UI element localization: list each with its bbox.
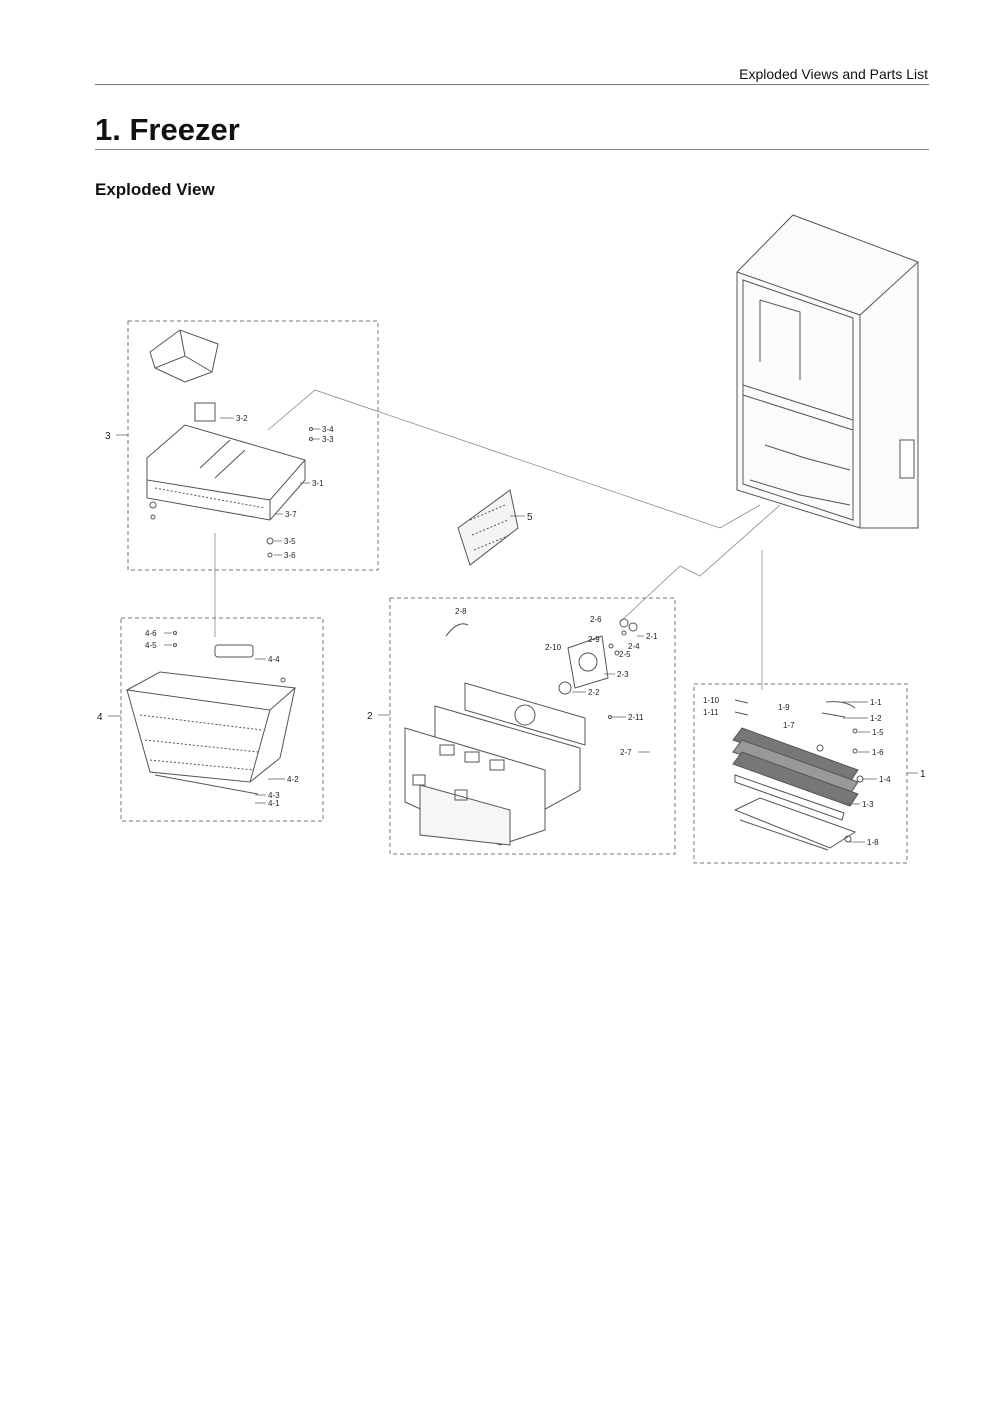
part-label-2-1: 2-1 <box>646 632 658 641</box>
part-label-4-5: 4-5 <box>145 641 157 650</box>
header-section-title: Exploded Views and Parts List <box>739 66 928 82</box>
evaporator-cover-assembly-2 <box>404 618 638 846</box>
part-label-2-5: 2-5 <box>619 650 631 659</box>
part-label-4-6: 4-6 <box>145 629 157 638</box>
part-label-3-4: 3-4 <box>322 425 334 434</box>
part-label-4-2: 4-2 <box>287 775 299 784</box>
part-label-3-6: 3-6 <box>284 551 296 560</box>
part-label-1-10: 1-10 <box>703 696 720 705</box>
part-label-1-1: 1-1 <box>870 698 882 707</box>
part-label-2-11: 2-11 <box>628 713 644 722</box>
part-label-1-5: 1-5 <box>872 728 884 737</box>
filter-panel-5 <box>457 489 519 566</box>
basket-assembly-4 <box>125 631 297 795</box>
title-rule <box>95 149 929 150</box>
group-box-1 <box>693 683 908 864</box>
group-label-3: 3 <box>105 431 111 442</box>
group-label-5: 5 <box>527 512 533 523</box>
refrigerator-cabinet <box>736 214 919 529</box>
part-label-1-4: 1-4 <box>879 775 891 784</box>
part-label-1-8: 1-8 <box>867 838 879 847</box>
header-rule <box>95 84 929 85</box>
part-label-1-3: 1-3 <box>862 800 874 809</box>
part-label-3-3: 3-3 <box>322 435 334 444</box>
part-label-2-3: 2-3 <box>617 670 629 679</box>
part-label-3-2: 3-2 <box>236 414 248 423</box>
group-label-4: 4 <box>97 712 103 723</box>
section-title: Exploded View <box>95 180 215 199</box>
part-label-3-1: 3-1 <box>312 479 324 488</box>
part-label-1-6: 1-6 <box>872 748 884 757</box>
part-label-4-3: 4-3 <box>268 791 280 800</box>
drawer-assembly-3 <box>146 329 313 558</box>
part-label-1-9: 1-9 <box>778 703 790 712</box>
part-label-2-4: 2-4 <box>628 642 640 651</box>
part-label-4-4: 4-4 <box>268 655 280 664</box>
part-label-2-10: 2-10 <box>545 643 562 652</box>
part-label-2-9: 2-9 <box>588 635 600 644</box>
part-label-1-7: 1-7 <box>783 721 795 730</box>
group-label-2: 2 <box>367 711 373 722</box>
part-label-3-7: 3-7 <box>285 510 297 519</box>
part-label-2-8: 2-8 <box>455 607 467 616</box>
group-label-1: 1 <box>920 769 926 780</box>
page-title: 1. Freezer <box>95 112 240 147</box>
group-box-2 <box>389 597 676 855</box>
evaporator-assembly-1 <box>732 699 864 851</box>
part-label-1-11: 1-11 <box>703 708 719 717</box>
part-label-2-6: 2-6 <box>590 615 602 624</box>
part-label-1-2: 1-2 <box>870 714 882 723</box>
part-label-2-7: 2-7 <box>620 748 632 757</box>
group-box-4 <box>120 617 324 822</box>
part-label-4-1: 4-1 <box>268 799 280 808</box>
part-label-3-5: 3-5 <box>284 537 296 546</box>
group-box-3 <box>127 320 379 571</box>
part-label-2-2: 2-2 <box>588 688 600 697</box>
part-labels: 3 3-2 3-4 3-3 3-1 3-7 3-5 3-6 5 4 4-6 4-… <box>97 414 926 847</box>
